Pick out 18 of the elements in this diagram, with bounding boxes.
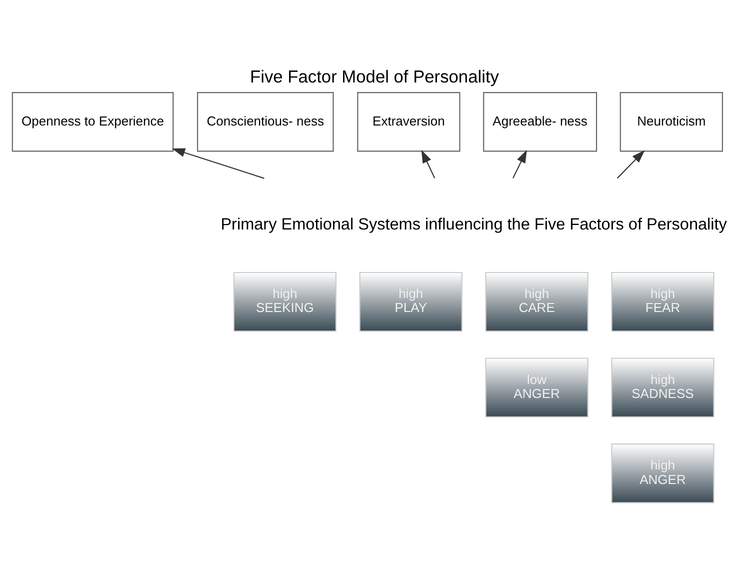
arrow [421,150,436,178]
node-box: Neuroticism [620,92,723,152]
node-box: high PLAY [359,272,462,332]
node-box: high CARE [485,272,588,332]
node-box: Conscientious- ness [197,92,334,152]
node-box: high SADNESS [611,358,714,418]
node-box: high FEAR [611,272,714,332]
arrow [616,150,645,179]
node-box: low ANGER [485,358,588,418]
node-box: high ANGER [611,443,714,504]
diagram-title: Five Factor Model of Personality [250,66,499,87]
arrow [512,150,527,178]
node-box: Openness to Experience [12,92,174,152]
node-box: Agreeable- ness [483,92,598,152]
node-box: high SEEKING [233,272,336,332]
arrow [172,148,264,179]
label: Primary Emotional Systems influencing the Five Factors of Personality [220,216,727,234]
node-box: Extraversion [357,92,460,152]
